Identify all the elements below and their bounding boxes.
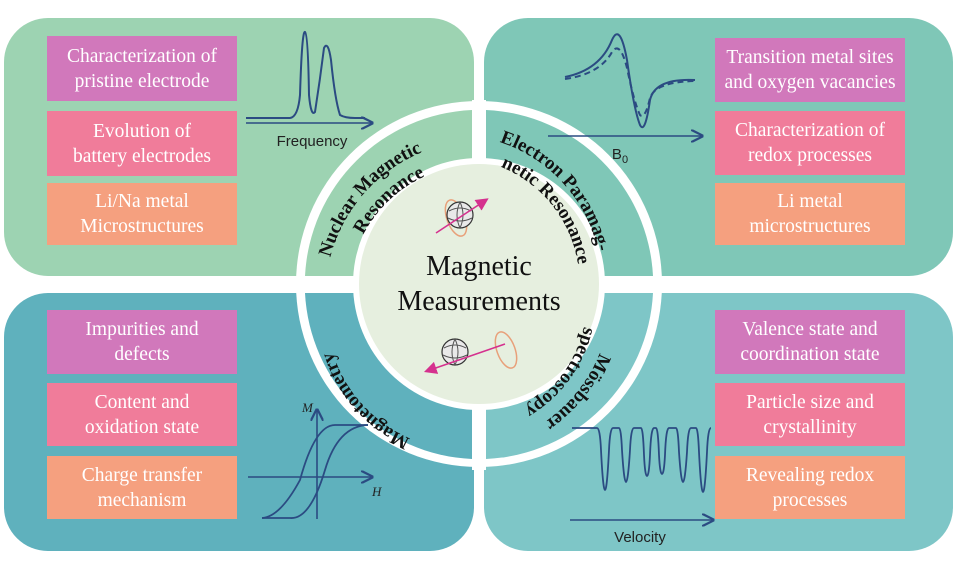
nmr-axis-label: Frequency: [277, 133, 348, 150]
magnetometry-item-impurities: Impurities and defects: [47, 310, 237, 374]
epr-axis-label: B0: [612, 146, 628, 166]
mossbauer-spectrum: Velocity: [570, 427, 713, 546]
magnetometry-item-charge-transfer: Charge transfer mechanism: [47, 456, 237, 519]
nmr-item-battery-electrodes: Evolution of battery electrodes: [47, 111, 237, 176]
spin-icon-bottom: [423, 331, 518, 374]
magnetometry-axis-y: M: [301, 400, 314, 415]
magnetometry-item-content-oxidation: Content and oxidation state: [47, 383, 237, 446]
spin-icon-top: [435, 198, 489, 237]
epr-item-li-metal-microstructures: Li metal microstructures: [715, 183, 905, 245]
mossbauer-item-particle-size: Particle size and crystallinity: [715, 383, 905, 446]
nmr-item-metal-microstructures: Li/Na metal Microstructures: [47, 183, 237, 245]
hysteresis-loop: M H: [248, 400, 382, 519]
nmr-spectrum: Frequency: [246, 30, 372, 150]
epr-item-redox-processes: Characterization of redox processes: [715, 111, 905, 175]
mossbauer-item-redox-processes: Revealing redox processes: [715, 456, 905, 519]
epr-spectrum: B0: [548, 33, 702, 166]
nmr-item-pristine-electrode: Characterization of pristine electrode: [47, 36, 237, 101]
center-title-line2: Measurements: [397, 286, 560, 317]
center-disc: [359, 164, 599, 404]
mossbauer-axis-label: Velocity: [614, 529, 666, 546]
epr-item-transition-metal-sites: Transition metal sites and oxygen vacanc…: [715, 38, 905, 102]
center-title-line1: Magnetic: [426, 251, 532, 282]
mossbauer-item-valence-state: Valence state and coordination state: [715, 310, 905, 374]
magnetometry-axis-x: H: [371, 484, 382, 499]
